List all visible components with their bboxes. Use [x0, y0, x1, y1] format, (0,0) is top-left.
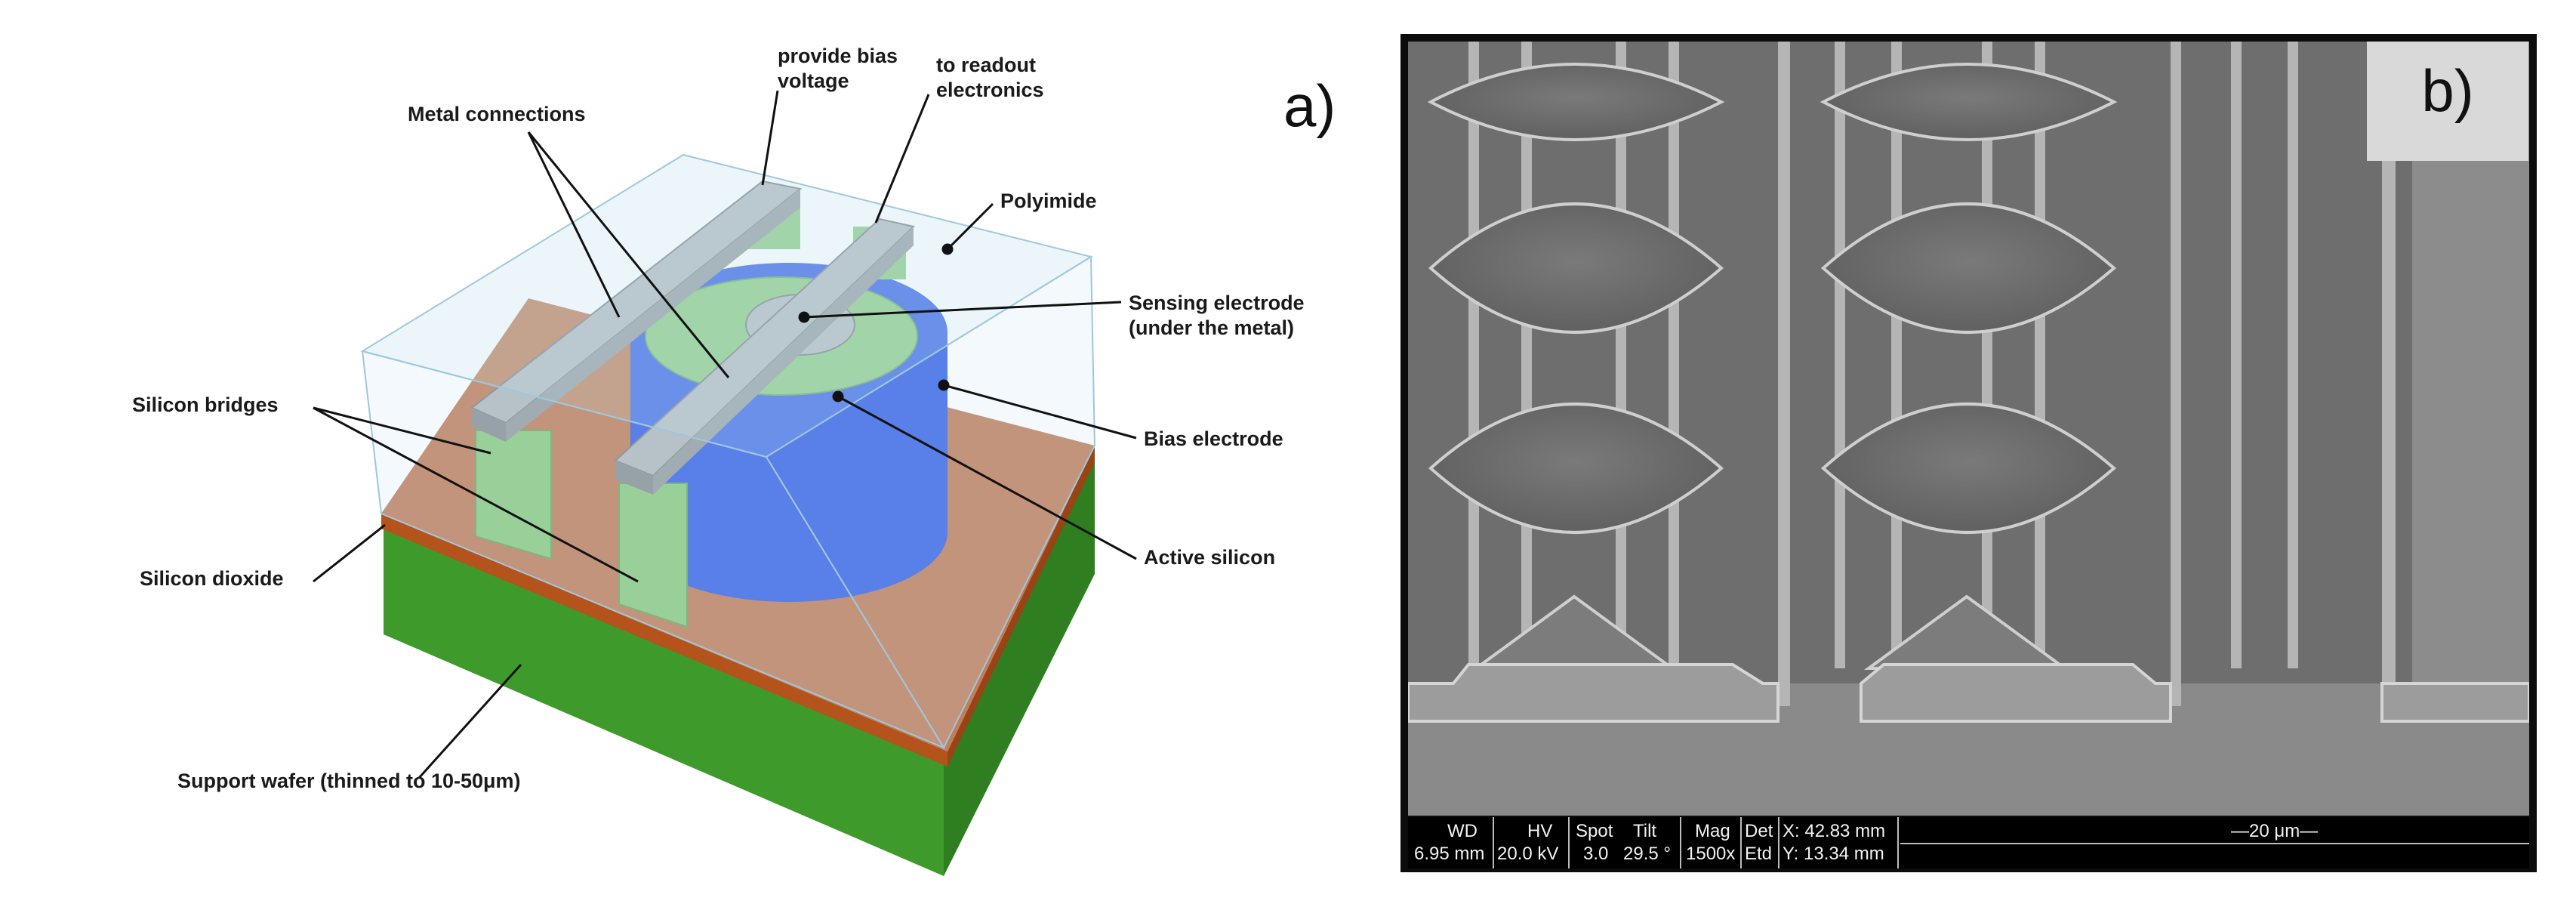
sem-disc-column-right	[1820, 63, 2118, 670]
databar-tilt-value: 29.5 °	[1623, 844, 1671, 864]
metal-strip-readout-side	[615, 461, 653, 495]
label-support-wafer: Support wafer (thinned to 10-50μm)	[177, 770, 521, 792]
sem-disc	[1427, 63, 1725, 141]
databar-spot-label: Spot	[1576, 821, 1613, 841]
leader-bridge-1	[313, 406, 491, 455]
leader-bias-electrode	[943, 384, 1137, 440]
sem-post	[1835, 42, 1845, 668]
leader-silicon-dioxide	[313, 523, 386, 583]
databar-separator	[1778, 817, 1779, 868]
metal-strip-bias-side	[472, 408, 506, 442]
label-provide-bias: provide bias voltage	[778, 45, 898, 92]
silicon-dioxide-right	[948, 446, 1095, 767]
leader-dot-polyimide	[941, 243, 954, 255]
databar-separator	[1740, 817, 1742, 868]
label-sensing-electrode: Sensing electrode (under the metal)	[1129, 292, 1305, 339]
sem-post	[2171, 42, 2181, 706]
sem-databar: WD 6.95 mm HV 20.0 kV Spot 3.0 Tilt 29.5…	[1408, 817, 2529, 868]
sem-post	[2231, 42, 2242, 668]
label-silicon-dioxide: Silicon dioxide	[140, 567, 284, 590]
databar-spot-value: 3.0	[1583, 844, 1609, 864]
databar-separator	[1680, 817, 1681, 868]
databar-separator	[1897, 817, 1899, 868]
leader-readout	[874, 94, 930, 224]
support-wafer-right	[944, 453, 1095, 876]
databar-wd-value: 6.95 mm	[1414, 844, 1485, 864]
label-active-silicon: Active silicon	[1144, 546, 1276, 569]
panel-a-letter: a)	[1283, 72, 1336, 139]
databar-mag-value: 1500x	[1686, 844, 1736, 864]
sem-disc	[1820, 202, 2117, 334]
panel-a-schematic: Metal connections provide bias voltage t…	[132, 45, 1336, 876]
label-bias-electrode: Bias electrode	[1144, 427, 1283, 450]
leader-lines	[313, 90, 1137, 779]
metal-strip-readout-front	[653, 227, 914, 495]
sem-ledge	[1860, 663, 2172, 723]
device-schematic	[313, 90, 1137, 876]
databar-wd-label: WD	[1447, 821, 1478, 841]
sem-disc	[1428, 202, 1724, 334]
databar-tilt-label: Tilt	[1633, 821, 1657, 841]
sem-ledge	[1408, 663, 1779, 723]
databar-det-value: Etd	[1745, 844, 1773, 864]
label-polyimide: Polyimide	[1000, 190, 1097, 212]
databar-scale-bar: —20 μm—	[2231, 821, 2319, 841]
panel-b-letter-box: b)	[2367, 42, 2528, 161]
databar-separator	[1568, 817, 1570, 868]
panel-b-letter: b)	[2421, 57, 2474, 124]
label-to-readout: to readout electronics	[936, 54, 1044, 101]
leader-sensing	[803, 301, 1122, 319]
sem-image	[1408, 42, 2529, 816]
sem-ledge	[2380, 682, 2529, 723]
label-silicon-bridges: Silicon bridges	[132, 393, 279, 416]
leader-dot-sensing	[798, 311, 810, 323]
databar-scale-divider	[1900, 843, 2529, 844]
sem-post	[2035, 42, 2045, 668]
polyimide-box-right	[765, 255, 1096, 750]
databar-y-value: Y: 13.34 mm	[1783, 844, 1884, 864]
databar-separator	[1493, 817, 1494, 868]
sem-post	[1778, 42, 1790, 706]
leader-metal-1	[527, 131, 621, 318]
label-metal-connections: Metal connections	[408, 103, 586, 125]
metal-strip-bias-front	[506, 189, 800, 442]
leader-dot-bias	[938, 379, 950, 391]
leader-active-silicon	[837, 395, 1137, 560]
databar-det-label: Det	[1745, 821, 1773, 841]
sem-disc	[1820, 63, 2118, 141]
sem-post	[2382, 42, 2396, 706]
sem-disc-column-left	[1427, 63, 1725, 670]
databar-x-value: X: 42.83 mm	[1783, 821, 1886, 841]
leader-bridge-2	[313, 406, 639, 583]
silicon-dioxide-front	[381, 514, 948, 767]
sem-disc	[1820, 403, 2117, 534]
support-wafer-front	[384, 525, 944, 876]
leader-dot-active	[832, 390, 844, 403]
panel-b-sem-micrograph: b) WD 6.95 mm HV 20.0 kV Spot 3.0 Tilt 2…	[1400, 34, 2537, 872]
leader-provide-bias	[761, 90, 779, 186]
databar-mag-label: Mag	[1695, 821, 1730, 841]
leader-support-wafer	[418, 663, 522, 779]
sem-post	[1468, 42, 1479, 668]
databar-hv-label: HV	[1527, 821, 1553, 841]
sem-ledges	[1408, 663, 2529, 723]
sem-post	[1891, 42, 1902, 668]
silicon-bridge-left	[475, 430, 552, 560]
leader-metal-2	[527, 131, 730, 378]
leader-polyimide	[946, 202, 994, 251]
sem-post	[2288, 42, 2298, 668]
databar-hv-value: 20.0 kV	[1497, 844, 1559, 864]
sem-post	[1669, 42, 1679, 668]
sem-disc	[1428, 403, 1724, 534]
